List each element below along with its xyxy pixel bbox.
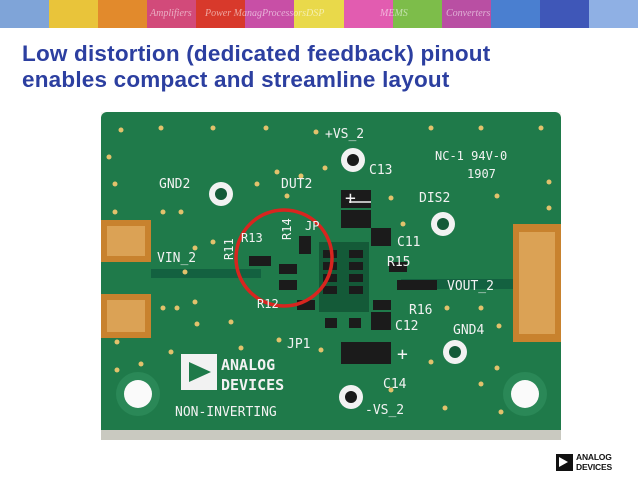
banner-tile [441,0,491,28]
label-vin: VIN_2 [157,251,196,266]
banner-faint-word: Processors [262,8,307,19]
slide-title: Low distortion (dedicated feedback) pino… [22,41,622,93]
label-plus-upper: + [345,188,356,209]
label-devices: DEVICES [221,376,284,394]
banner-tile [245,0,295,28]
capacitor-c14 [341,342,391,364]
label-plus-lower: + [397,344,408,365]
label-analog: ANALOG [221,356,275,374]
board-logo-triangle [189,362,211,382]
slide-title-line-2: enables compact and streamline layout [22,67,450,92]
label-vs-neg: -VS_2 [365,403,404,418]
test-point-gnd4 [443,340,467,364]
label-jp: JP [305,219,319,233]
test-point-vs-pos [341,148,365,172]
output-trace [401,279,513,289]
mounting-hole-left [116,372,160,416]
analog-devices-wordmark: ANALOG DEVICES [576,452,612,472]
banner-tile [588,0,638,28]
banner-tile [294,0,344,28]
banner-tile [98,0,148,28]
banner-faint-word: MEMS [380,8,408,19]
banner-tile [196,0,246,28]
label-c12: C12 [395,319,418,334]
label-gnd4: GND4 [453,323,484,338]
logo-line-1: ANALOG [576,452,612,462]
capacitor-c12 [371,312,391,330]
analog-devices-logo: ANALOG DEVICES [556,452,620,473]
label-dis2: DIS2 [419,191,450,206]
highlight-circle [234,208,334,308]
label-c14: C14 [383,377,407,392]
mounting-hole-right [503,372,547,416]
banner-tile [343,0,393,28]
banner-tile [147,0,197,28]
logo-line-2: DEVICES [576,461,612,472]
banner-tile [49,0,99,28]
banner-faint-word: Power Manag [205,8,262,19]
label-r14: R14 [280,218,294,240]
banner-tile [392,0,442,28]
label-date-code: 1907 [467,167,496,181]
label-r12: R12 [257,297,279,311]
label-r15: R15 [387,255,410,270]
label-c13: C13 [369,163,392,178]
banner-tile [539,0,589,28]
label-r13: R13 [241,231,263,245]
sma-connector-left-top [101,220,151,262]
capacitor-c11 [371,228,391,246]
label-vs-pos: +VS_2 [325,127,364,142]
label-dut2: DUT2 [281,177,312,192]
label-non-inverting: NON-INVERTING [175,405,277,420]
banner-faint-word: DSP [306,8,325,19]
label-vout: VOUT_2 [447,279,494,294]
label-r11: R11 [222,238,236,260]
label-r16: R16 [409,303,432,318]
banner-faint-word: Amplifiers [150,8,192,19]
silkscreen-labels: +VS_2 C13 NC-1 94V-0 1907 GND2 DUT2 DIS2… [157,127,507,420]
sma-connector-left-bottom [101,294,151,338]
pcb-board-edge [101,430,561,440]
test-point-vs-neg [339,385,363,409]
analog-devices-logo-icon [556,454,573,471]
vias [106,125,552,415]
test-point-gnd2 [209,182,233,206]
test-point-dis2 [431,212,455,236]
pcb-photo: +VS_2 C13 NC-1 94V-0 1907 GND2 DUT2 DIS2… [101,112,561,440]
banner-tile [490,0,540,28]
label-nc-rating: NC-1 94V-0 [435,149,507,163]
capacitor-c13-lower [341,210,371,228]
jumper-jp1 [325,318,361,328]
sma-connector-right [513,224,561,342]
label-c11: C11 [397,235,420,250]
pcb-drawing: +VS_2 C13 NC-1 94V-0 1907 GND2 DUT2 DIS2… [101,112,561,440]
banner-tile [0,0,50,28]
label-gnd2: GND2 [159,177,190,192]
resistors [249,236,437,310]
banner-faint-word: Converters [446,8,491,19]
input-trace [151,269,261,278]
label-jp1: JP1 [287,337,310,352]
slide-title-line-1: Low distortion (dedicated feedback) pino… [22,41,491,66]
capacitor-c13 [341,190,371,208]
